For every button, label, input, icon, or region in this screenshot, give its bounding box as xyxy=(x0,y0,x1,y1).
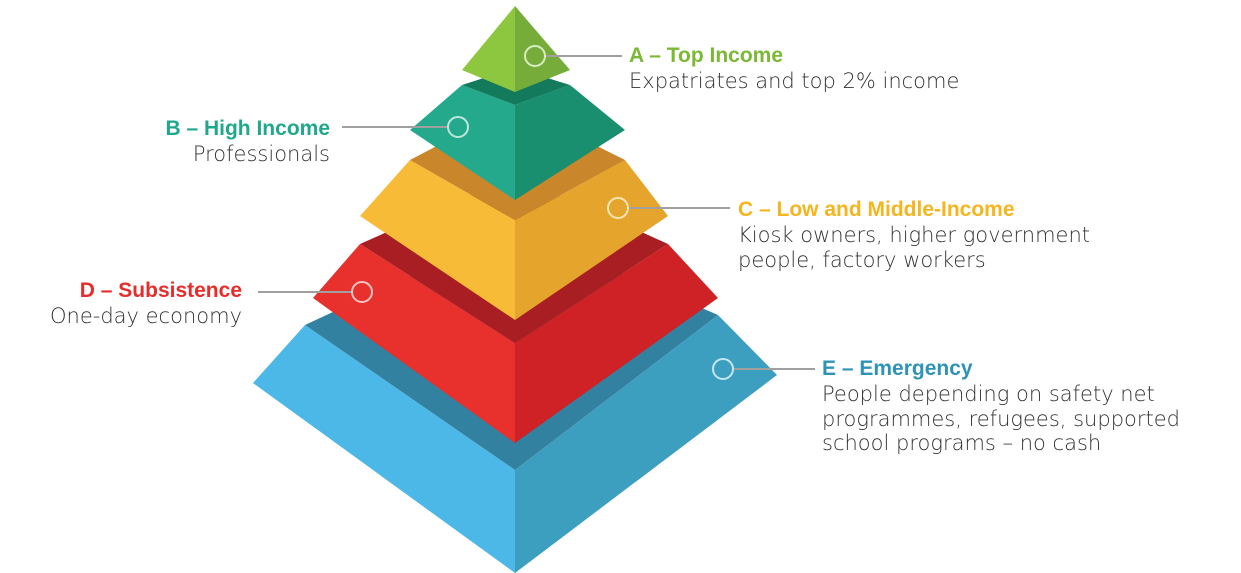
tier-c-description-line-2: people, factory workers xyxy=(738,247,986,272)
tier-b-label: B – High Income Professionals xyxy=(80,117,330,167)
tier-a-shape xyxy=(462,6,570,92)
tier-c-title: C – Low and Middle-Income xyxy=(738,198,1015,221)
tier-d-title: D – Subsistence xyxy=(79,279,242,302)
connector-d xyxy=(258,281,373,303)
tier-e-description-line-2: programmes, refugees, supported xyxy=(822,406,1180,431)
tier-c-description-line-1: Kiosk owners, higher government xyxy=(738,222,1090,247)
tier-e-label: E – Emergency People depending on safety… xyxy=(822,357,1180,456)
tier-d-description: One-day economy xyxy=(50,303,242,328)
tier-b-title: B – High Income xyxy=(165,117,330,140)
connector-e xyxy=(712,358,815,380)
connector-a xyxy=(524,45,622,67)
tier-a-title: A – Top Income xyxy=(629,44,784,67)
tier-e-description-line-1: People depending on safety net xyxy=(822,381,1155,406)
tier-a-description: Expatriates and top 2% income xyxy=(629,68,960,93)
connector-b xyxy=(342,116,469,138)
tier-b-description: Professionals xyxy=(192,141,330,166)
connector-c xyxy=(607,197,730,219)
tier-d-label: D – Subsistence One-day economy xyxy=(20,279,242,329)
tier-e-title: E – Emergency xyxy=(822,357,973,380)
tier-e-description-line-3: school programs – no cash xyxy=(822,431,1102,456)
tier-c-label: C – Low and Middle-Income Kiosk owners, … xyxy=(738,198,1090,272)
tier-a-label: A – Top Income Expatriates and top 2% in… xyxy=(629,44,959,94)
